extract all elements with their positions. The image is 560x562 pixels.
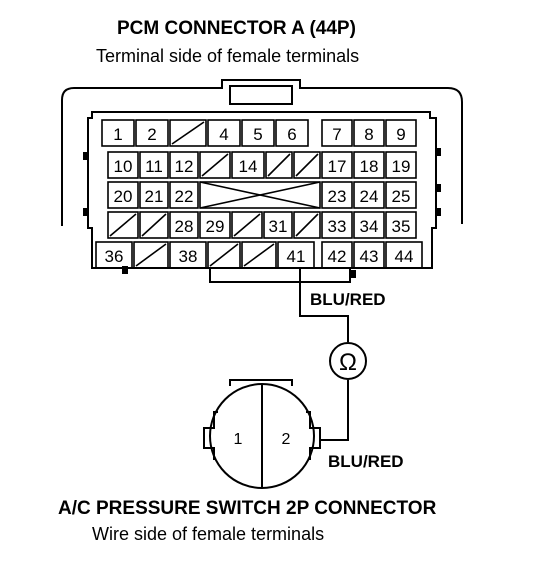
terminal-label: 42	[328, 247, 347, 266]
pcm-connector-housing	[61, 79, 463, 226]
terminal-label: 7	[332, 125, 341, 144]
terminal-label: 41	[287, 247, 306, 266]
terminal-label: 35	[392, 217, 411, 236]
terminal-label: 31	[269, 217, 288, 236]
terminal-label: 5	[253, 125, 262, 144]
terminal-label: 29	[206, 217, 225, 236]
pcm-connector-subtitle: Terminal side of female terminals	[96, 46, 360, 66]
terminal-label: 38	[179, 247, 198, 266]
terminal-label: 28	[175, 217, 194, 236]
terminal-label: 9	[396, 125, 405, 144]
terminal-label: 22	[175, 187, 194, 206]
terminal-label: 34	[360, 217, 379, 236]
switch-terminal-1: 1	[234, 431, 243, 448]
terminal-label: 18	[360, 157, 379, 176]
terminal-label: 12	[175, 157, 194, 176]
pcm-connector-bottom-tab	[209, 268, 351, 283]
terminal-label: 11	[145, 157, 163, 176]
ac-switch-connector-subtitle: Wire side of female terminals	[92, 524, 325, 544]
terminal-label: 33	[328, 217, 347, 236]
terminal-label: 25	[392, 187, 411, 206]
terminal-label: 4	[219, 125, 228, 144]
wire-color-label-top: BLU/RED	[310, 290, 386, 309]
pcm-connector-lock-marks	[83, 148, 441, 278]
terminal-label: 14	[239, 157, 258, 176]
ac-switch-connector-body	[203, 379, 321, 489]
terminal-label: 10	[114, 157, 133, 176]
terminal-label: 2	[147, 125, 156, 144]
pcm-connector-title: PCM CONNECTOR A (44P)	[117, 18, 356, 39]
ohmmeter-symbol	[329, 342, 367, 380]
terminal-label: 24	[360, 187, 379, 206]
terminal-label: 21	[145, 187, 164, 206]
ohm-symbol: Ω	[339, 349, 357, 376]
terminal-label: 1	[113, 125, 122, 144]
terminal-label: 8	[364, 125, 373, 144]
terminal-label: 23	[328, 187, 347, 206]
terminal-label: 6	[287, 125, 296, 144]
switch-terminal-2: 2	[282, 431, 291, 448]
terminal-label: 36	[105, 247, 124, 266]
ac-switch-connector-title: A/C PRESSURE SWITCH 2P CONNECTOR	[58, 498, 437, 519]
terminal-label: 44	[395, 247, 414, 266]
pcm-terminal-grid	[95, 119, 423, 269]
test-lead-wire	[299, 268, 349, 441]
wire-color-label-bottom: BLU/RED	[328, 452, 404, 471]
pcm-connector-body	[87, 111, 437, 269]
pcm-connector-latch	[229, 85, 293, 105]
terminal-label: 43	[360, 247, 379, 266]
terminal-label: 19	[392, 157, 411, 176]
terminal-label: 17	[328, 157, 347, 176]
terminal-label: 20	[114, 187, 133, 206]
